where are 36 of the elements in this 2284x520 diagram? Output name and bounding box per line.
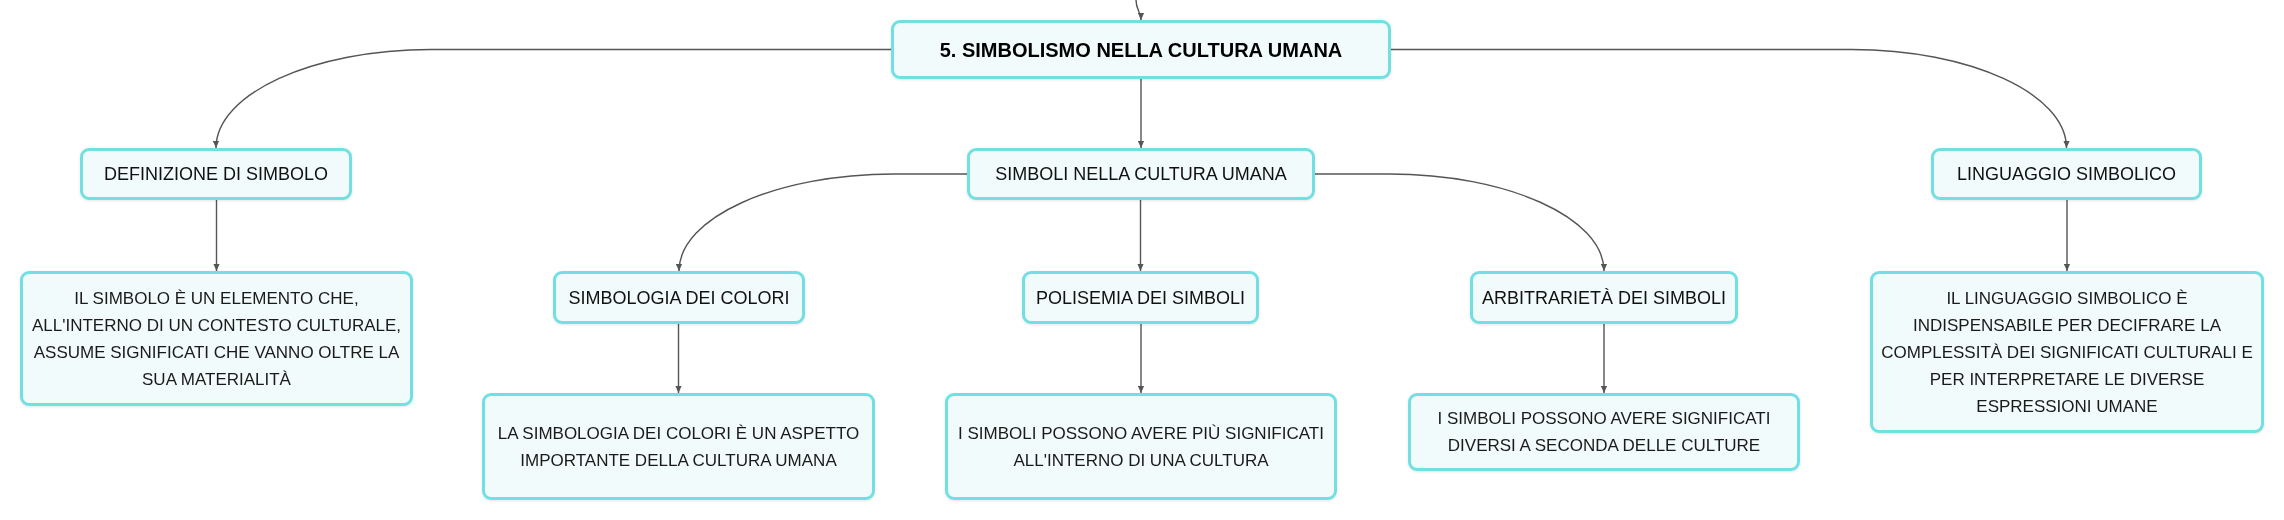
- connector-arrow: [1390, 48, 2069, 149]
- connector-arrow: [677, 173, 968, 272]
- topic-box: [1470, 271, 1738, 324]
- central-topic-box: [891, 20, 1391, 79]
- connector-arrow: [1314, 173, 1606, 272]
- topic-label: SIMBOLOGIA DEI COLORI: [568, 286, 790, 310]
- description-text: LA SIMBOLOGIA DEI COLORI È UN ASPETTO IMPORTANTE DELLA CULTURA UMANA: [496, 422, 861, 472]
- topic-label: SIMBOLI NELLA CULTURA UMANA: [995, 163, 1287, 186]
- topic-box: [553, 271, 805, 324]
- description-box: [1408, 393, 1800, 471]
- connector-arrow: [2063, 199, 2071, 272]
- connector-arrow: [1137, 199, 1144, 272]
- topic-box: [1931, 148, 2202, 200]
- description-box: [945, 393, 1337, 500]
- topic-box: [967, 148, 1315, 200]
- central-topic-title: 5. SIMBOLISMO NELLA CULTURA UMANA: [939, 37, 1343, 63]
- topic-box: [1022, 271, 1259, 324]
- topic-label: LINGUAGGIO SIMBOLICO: [1956, 163, 2176, 186]
- connector-arrow: [214, 48, 892, 149]
- connector-arrow: [1600, 323, 1608, 394]
- connector-arrow: [1137, 78, 1145, 149]
- topic-box: [80, 148, 352, 200]
- description-box: [20, 271, 413, 406]
- description-text: I SIMBOLI POSSONO AVERE PIÙ SIGNIFICATI ALL'INTERNO DI UNA CULTURA: [957, 422, 1325, 472]
- description-box: [1870, 271, 2264, 433]
- topic-label: POLISEMIA DEI SIMBOLI: [1035, 286, 1246, 310]
- description-text: IL SIMBOLO È UN ELEMENTO CHE, ALL'INTERNO DI UN CONTESTO CULTURALE, ASSUME SIGNIFICATI CHE VANNO OLTRE LA SUA MATERIALITÀ: [31, 287, 402, 391]
- connector-arrow: [213, 199, 220, 272]
- topic-label: ARBITRARIETÀ DEI SIMBOLI: [1481, 286, 1726, 310]
- description-text: I SIMBOLI POSSONO AVERE SIGNIFICATI DIVERSI A SECONDA DELLE CULTURE: [1436, 408, 1772, 457]
- connector-arrow: [1137, 323, 1145, 394]
- description-box: [482, 393, 875, 500]
- connector-arrow: [1135, 0, 1144, 21]
- description-text: IL LINGUAGGIO SIMBOLICO È INDISPENSABILE PER DECIFRARE LA COMPLESSITÀ DEI SIGNIFICATI CULTURALI E PER INTERPRETARE LE DIVERSE ESPRESSIONI UMANE: [1881, 287, 2253, 418]
- topic-label: DEFINIZIONE DI SIMBOLO: [104, 163, 328, 186]
- connector-arrow: [675, 323, 682, 394]
